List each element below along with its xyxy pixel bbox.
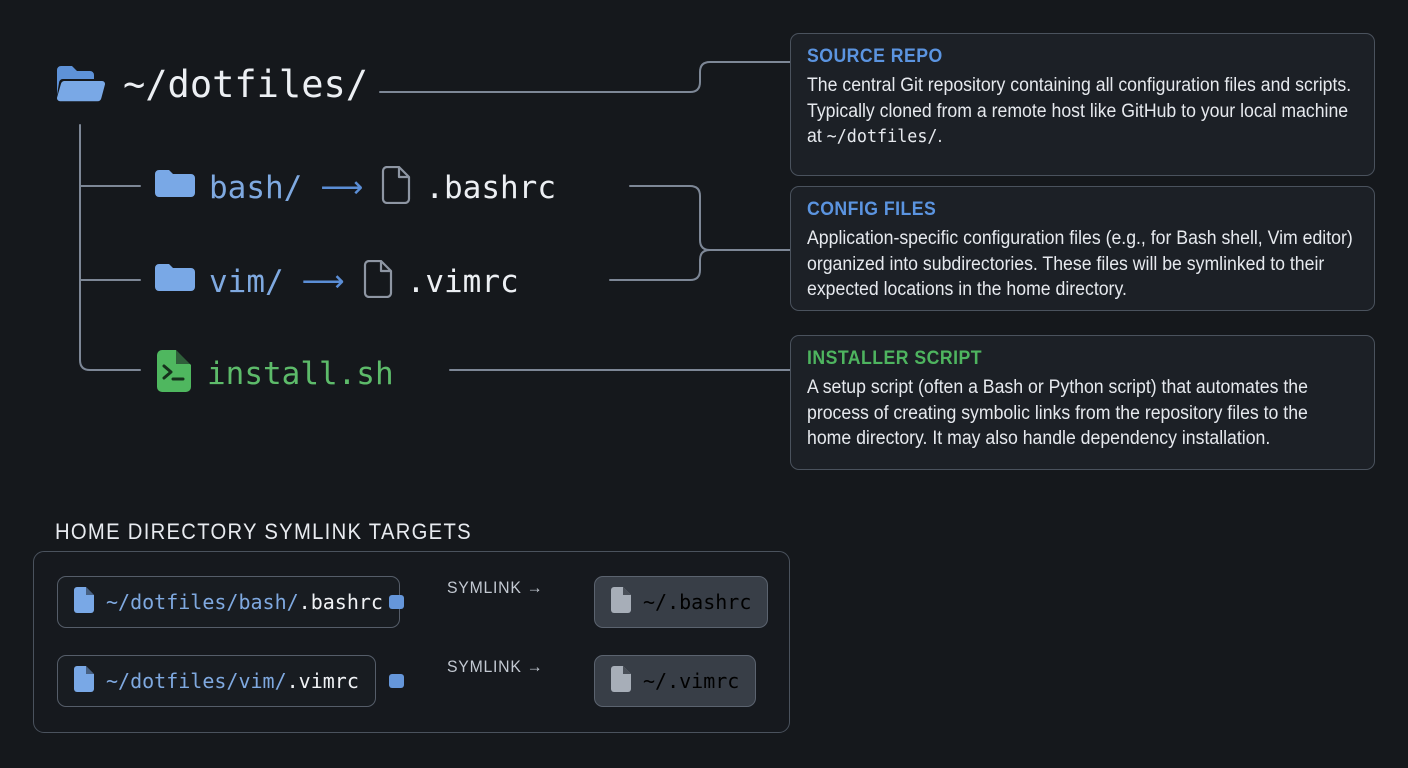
wire-bashrc-to-config: [629, 185, 791, 251]
symlink-target-path: ~/.bashrc: [643, 590, 752, 614]
arrow-icon: ⟶: [301, 263, 345, 299]
file-icon: [74, 586, 94, 618]
symlink-source-chip-bashrc[interactable]: ~/dotfiles/bash/.bashrc: [57, 576, 400, 628]
callout-title: SOURCE REPO: [807, 46, 943, 67]
tree-node-install-script[interactable]: install.sh: [155, 349, 394, 398]
file-icon: [611, 665, 631, 697]
tree-node-bashrc-label: .bashrc: [425, 169, 556, 206]
file-icon: [611, 586, 631, 618]
open-folder-icon: [55, 62, 106, 107]
tree-root-node[interactable]: ~/dotfiles/: [55, 62, 368, 107]
symlink-target-path: ~/.vimrc: [643, 669, 740, 693]
symlink-label-2: SYMLINK →: [447, 657, 544, 676]
symlink-source-chip-vimrc[interactable]: ~/dotfiles/vim/.vimrc: [57, 655, 376, 707]
callout-source-repo: SOURCE REPO The central Git repository c…: [790, 33, 1375, 176]
root-path-label: ~/dotfiles/: [123, 63, 369, 106]
file-icon: [381, 165, 411, 209]
callout-config-files: CONFIG FILES Application-specific config…: [790, 186, 1375, 311]
symlink-source-path: ~/dotfiles/bash/.bashrc: [106, 590, 383, 614]
symlink-target-chip-bashrc[interactable]: ~/.bashrc: [594, 576, 769, 628]
symlink-connector-dot-2: [389, 674, 404, 688]
callout-body: A setup script (often a Bash or Python s…: [807, 377, 1308, 450]
symlink-target-chip-vimrc[interactable]: ~/.vimrc: [594, 655, 757, 707]
callout-body: Application-specific configuration files…: [807, 228, 1353, 301]
wire-vimrc-to-config: [609, 249, 791, 281]
wire-root-to-source-repo: [379, 61, 791, 93]
tree-node-bash[interactable]: bash/ ⟶ .bashrc: [155, 165, 556, 209]
file-icon: [74, 665, 94, 697]
arrow-icon: ⟶: [320, 169, 363, 205]
folder-icon: [155, 263, 195, 300]
callout-installer-script: INSTALLER SCRIPT A setup script (often a…: [790, 335, 1375, 470]
tree-node-vim[interactable]: vim/ ⟶ .vimrc: [155, 259, 519, 303]
tree-node-vim-label: vim/: [209, 263, 284, 300]
tree-node-vimrc-label: .vimrc: [406, 263, 519, 300]
script-file-icon: [155, 349, 193, 398]
tree-trunk-line: [79, 124, 141, 371]
tree-node-bash-label: bash/: [209, 169, 303, 206]
symlink-label-1: SYMLINK →: [447, 578, 544, 597]
callout-inline-code: ~/dotfiles/: [826, 126, 938, 148]
callout-body: The central Git repository containing al…: [807, 75, 1352, 148]
folder-icon: [155, 169, 195, 206]
callout-title: CONFIG FILES: [807, 199, 937, 220]
tree-node-install-label: install.sh: [207, 355, 394, 392]
symlink-connector-dot-1: [389, 595, 404, 609]
symlink-source-path: ~/dotfiles/vim/.vimrc: [106, 669, 359, 693]
symlink-section-title: HOME DIRECTORY SYMLINK TARGETS: [55, 519, 472, 544]
file-icon: [363, 259, 393, 303]
callout-title: INSTALLER SCRIPT: [807, 348, 982, 369]
